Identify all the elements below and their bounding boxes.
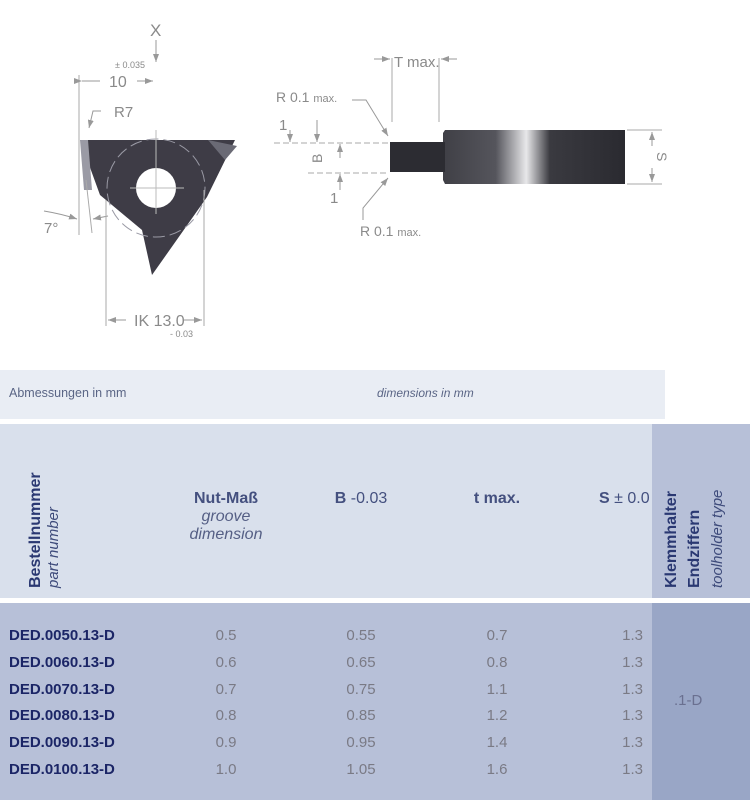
b-value: 0.85: [346, 707, 376, 725]
b-value: 0.75: [346, 680, 376, 698]
groove-value: 0.8: [215, 707, 237, 725]
dim-10: 10: [109, 74, 127, 91]
angle-label: 7°: [44, 220, 58, 237]
header-part-number: Bestellnummer part number: [27, 472, 62, 588]
s-value: 1.3: [622, 680, 643, 698]
header-t-label: t max.: [473, 490, 521, 507]
header-b-bold: B: [334, 490, 347, 507]
header-holder-de1: Klemmhalter: [663, 491, 680, 588]
ik-label: IK 13.0: [134, 313, 185, 330]
part-number: DED.0070.13-D: [9, 680, 115, 698]
dimensions-band: Abmessungen in mm dimensions in mm: [0, 370, 665, 419]
s-value: 1.3: [622, 653, 643, 671]
s-value: 1.3: [622, 707, 643, 725]
header-s-tol: ± 0.0: [614, 490, 650, 507]
t-max-value: 0.7: [486, 627, 508, 644]
header-groove: Nut-Maß groove dimension: [176, 490, 276, 544]
t-max-value: 0.8: [486, 653, 508, 671]
table-row: DED.0070.13-D 0.7 0.75 1.1 1.3: [0, 681, 652, 707]
header-groove-en1: groove: [201, 508, 251, 525]
b-value: 0.65: [346, 653, 376, 671]
groove-value: 0.5: [215, 627, 237, 644]
s-value: 1.3: [622, 627, 643, 644]
one-bottom-label: 1: [330, 190, 338, 207]
groove-value: 1.0: [215, 761, 237, 778]
part-number: DED.0050.13-D: [9, 627, 115, 644]
s-label: S: [654, 152, 670, 161]
insert-drawing: X ± 0.035 10 R7 7° IK 13.0 - 0.03: [43, 21, 237, 339]
table-row: DED.0050.13-D 0.5 0.55 0.7 1.3: [0, 627, 652, 653]
groove-value: 0.9: [215, 734, 237, 752]
table-row: DED.0080.13-D 0.8 0.85 1.2 1.3: [0, 707, 652, 733]
dimensions-de: Abmessungen in mm: [9, 386, 127, 400]
b-label: B: [309, 154, 325, 163]
b-value: 1.05: [346, 761, 376, 778]
header-toolholder-text: Klemmhalter Endziffern toolholder type: [660, 490, 729, 588]
header-b-tol: -0.03: [350, 490, 388, 507]
header-s-bold: S: [599, 490, 610, 507]
b-value: 0.95: [346, 734, 376, 752]
one-top-label: 1: [279, 117, 287, 134]
t-max-value: 1.4: [486, 734, 508, 752]
r01-top-label: R 0.1 max.: [276, 89, 337, 105]
header-s: S ± 0.0: [599, 490, 650, 508]
part-number: DED.0080.13-D: [9, 707, 115, 725]
b-value: 0.55: [346, 627, 376, 644]
tolerance-10: ± 0.035: [115, 60, 145, 70]
technical-drawing: X ± 0.035 10 R7 7° IK 13.0 - 0.03 T max.…: [43, 21, 670, 339]
header-groove-en2: dimension: [189, 526, 263, 543]
dimensions-en: dimensions in mm: [377, 386, 474, 400]
header-groove-de: Nut-Maß: [194, 490, 258, 507]
s-value: 1.3: [622, 734, 643, 752]
side-view-drawing: T max. R 0.1 max. 1 B 1 R 0.1 max. S: [274, 54, 670, 239]
header-toolholder: Klemmhalter Endziffern toolholder type: [652, 424, 750, 598]
table-header: Bestellnummer part number Nut-Maß groove…: [0, 424, 652, 598]
r7-label: R7: [114, 104, 133, 121]
x-label: X: [150, 21, 161, 40]
t-max-label: T max.: [394, 54, 440, 71]
header-part-de: Bestellnummer: [27, 472, 44, 588]
toolholder-value: .1-D: [674, 692, 703, 709]
s-value: 1.3: [622, 761, 643, 778]
r01-bottom-label: R 0.1 max.: [360, 223, 421, 239]
header-t-max: t max.: [447, 490, 547, 508]
header-holder-en: toolholder type: [709, 489, 726, 588]
t-max-value: 1.2: [486, 707, 508, 725]
table-row: DED.0090.13-D 0.9 0.95 1.4 1.3: [0, 734, 652, 760]
toolholder-cell: .1-D: [652, 603, 750, 800]
part-number: DED.0060.13-D: [9, 653, 115, 671]
table-row: DED.0060.13-D 0.6 0.65 0.8 1.3: [0, 654, 652, 680]
part-number: DED.0090.13-D: [9, 734, 115, 752]
header-holder-de2: Endziffern: [686, 509, 703, 588]
table-row: DED.0100.13-D 1.0 1.05 1.6 1.3: [0, 761, 652, 787]
t-max-value: 1.1: [486, 680, 508, 698]
ik-tolerance: - 0.03: [170, 329, 193, 339]
header-b: B -0.03: [311, 490, 411, 508]
groove-value: 0.7: [215, 680, 237, 698]
t-max-value: 1.6: [486, 761, 508, 778]
part-number: DED.0100.13-D: [9, 761, 115, 778]
groove-value: 0.6: [215, 653, 237, 671]
header-part-en: part number: [45, 507, 62, 588]
